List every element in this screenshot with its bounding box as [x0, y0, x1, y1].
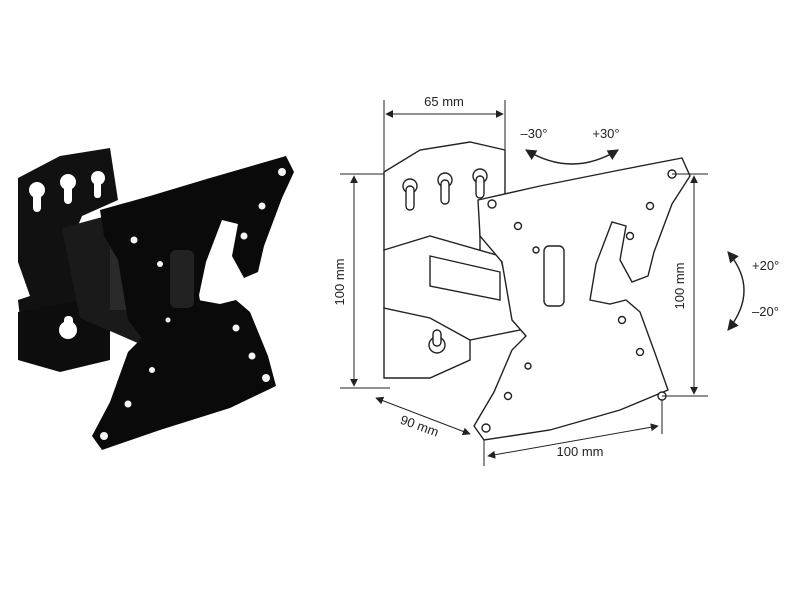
drawing-arm-inner [429, 255, 501, 301]
dim-line-depth-bottom [375, 396, 471, 436]
label-depth-top: 65 mm [424, 94, 464, 109]
dim-line-width-bottom [487, 423, 659, 459]
label-swivel-right: +30° [592, 126, 619, 141]
label-swivel-left: –30° [521, 126, 548, 141]
label-height-right: 100 mm [672, 263, 687, 310]
dimension-lines [340, 100, 745, 466]
label-width-bottom: 100 mm [557, 444, 604, 459]
tilt-arc [727, 251, 745, 331]
swivel-arc [525, 149, 619, 165]
label-tilt-up: +20° [752, 258, 779, 273]
vesa-holes [100, 168, 286, 440]
product-photo [18, 148, 294, 450]
keyhole-slots [29, 171, 105, 339]
tilt-knob [170, 250, 194, 308]
label-depth-bottom: 90 mm [398, 412, 440, 440]
label-height-left: 100 mm [332, 259, 347, 306]
technical-drawing [383, 141, 691, 441]
drawing-tilt-knob [543, 245, 565, 307]
label-tilt-down: –20° [752, 304, 779, 319]
